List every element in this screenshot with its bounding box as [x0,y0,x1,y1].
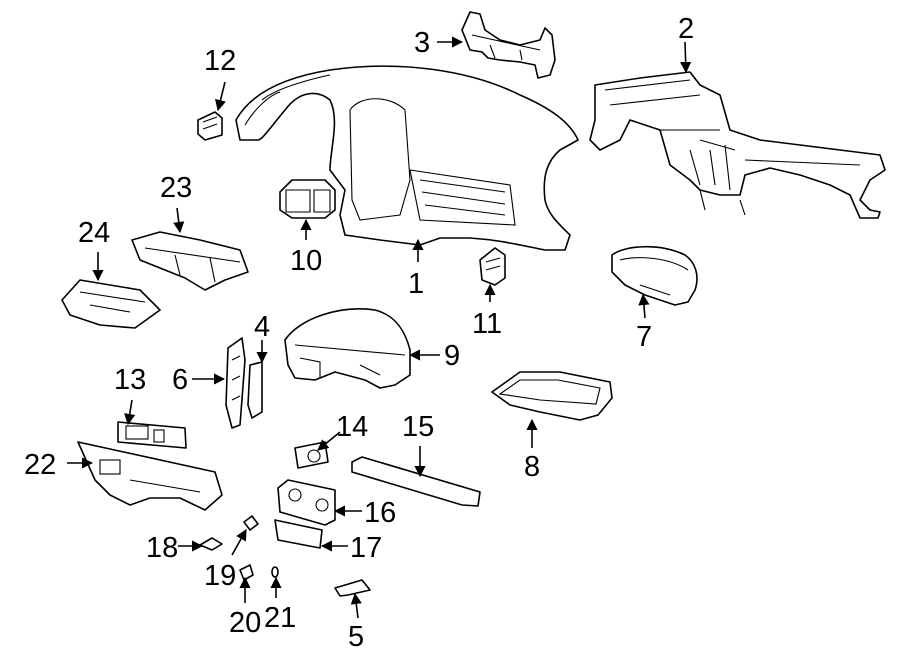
storage-bin-part[interactable] [491,371,613,421]
callout-2: 2 [678,13,694,45]
callout-17: 17 [350,532,382,564]
switch-panel-part[interactable] [117,421,187,449]
callout-22: 22 [24,449,56,481]
callout-19: 19 [204,560,236,592]
callout-14: 14 [336,411,368,443]
callout-23: 23 [160,172,192,204]
cluster-hood-part[interactable] [284,308,411,389]
callout-5: 5 [348,621,364,653]
callout-labels: 1 2 3 4 5 6 7 8 9 10 11 12 13 14 15 16 1… [24,13,694,653]
instrument-panel-part[interactable] [235,65,579,251]
callout-16: 16 [364,497,396,529]
mounting-plate-part[interactable] [61,279,161,329]
callout-15: 15 [402,411,434,443]
callout-7: 7 [636,321,652,353]
callout-6: 6 [172,364,188,396]
callout-13: 13 [114,364,146,396]
center-vent-part[interactable] [279,179,336,219]
screw-part[interactable] [271,566,279,578]
control-panel-part[interactable] [277,479,336,526]
clip-part[interactable] [199,537,223,551]
leader-lines [67,36,692,619]
callout-9: 9 [444,340,460,372]
side-vent-part[interactable] [479,247,506,286]
airbag-module-part[interactable] [611,245,698,306]
callout-12: 12 [204,45,236,77]
brace-part[interactable] [247,361,263,419]
callout-4: 4 [254,311,270,343]
lower-trim-part[interactable] [274,519,323,549]
cross-car-beam-part[interactable] [589,71,886,219]
small-vent-part[interactable] [197,111,223,141]
pillar-trim-part[interactable] [225,337,246,429]
bolt-part[interactable] [239,564,254,581]
callout-18: 18 [146,532,178,564]
trim-strip-part[interactable] [351,456,481,507]
small-bracket-part[interactable] [334,579,371,597]
callout-20: 20 [229,607,261,639]
support-bracket-part[interactable] [131,231,249,291]
callout-8: 8 [524,451,540,483]
callout-1: 1 [408,268,424,300]
callout-10: 10 [290,245,322,277]
knee-bolster-part[interactable] [77,441,223,511]
callout-3: 3 [414,27,430,59]
callout-11: 11 [472,308,502,340]
callout-21: 21 [264,602,296,634]
fastener-part[interactable] [243,515,259,531]
callout-24: 24 [78,217,110,249]
bracket-part[interactable] [461,11,556,79]
